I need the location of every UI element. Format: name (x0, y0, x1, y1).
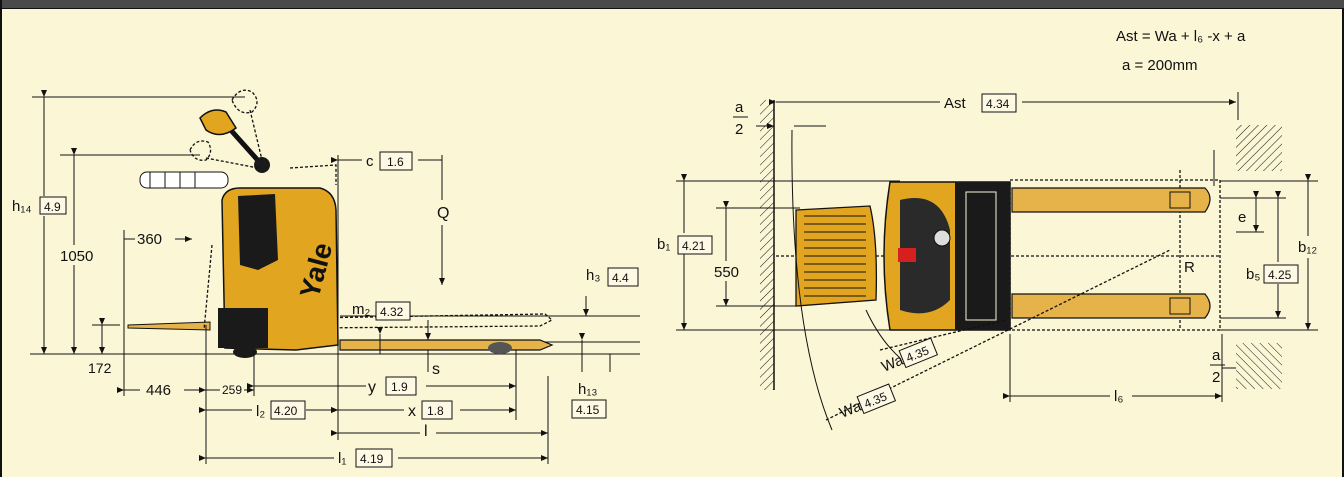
h14-code: 4.9 (44, 200, 61, 214)
l-symbol: l (424, 423, 428, 440)
dim-446: 446 (146, 382, 171, 399)
r-symbol: R (1184, 259, 1195, 276)
ast-symbol: Ast (944, 95, 967, 112)
l1-symbol: l₁ (338, 450, 346, 467)
dim-1050: 1050 (60, 248, 93, 265)
top-bar (2, 0, 1344, 9)
x-symbol: x (408, 403, 416, 420)
b5-symbol: b₅ (1246, 266, 1260, 283)
load-q: Q (437, 205, 449, 222)
dim-360: 360 (137, 231, 162, 248)
a-half-bottom-den: 2 (1212, 369, 1220, 386)
dim-259: 259 (222, 383, 242, 397)
b5-code: 4.25 (1268, 268, 1292, 282)
formula-a: a = 200mm (1122, 57, 1197, 74)
dim-172: 172 (88, 360, 112, 376)
s-symbol: s (432, 361, 440, 378)
l1-code: 4.19 (360, 452, 384, 466)
b12-symbol: b₁₂ (1298, 239, 1317, 256)
l2-code: 4.20 (274, 404, 298, 418)
e-symbol: e (1238, 209, 1246, 226)
l2-symbol: l₂ (256, 403, 265, 420)
b1-symbol: b₁ (657, 236, 670, 253)
h14-symbol: h₁₄ (12, 198, 32, 215)
formula-ast: Ast = Wa + l₆ -x + a (1116, 28, 1246, 45)
m2-symbol: m₂ (352, 301, 370, 318)
h3-code: 4.4 (612, 271, 629, 285)
truck-side-view: Yale (30, 89, 640, 358)
y-code: 1.9 (391, 380, 408, 394)
c-code: 1.6 (387, 155, 404, 169)
a-half-top-den: 2 (735, 121, 743, 138)
h13-symbol: h₁₃ (578, 381, 598, 398)
a-half-bottom-num: a (1212, 347, 1221, 364)
ast-code: 4.34 (986, 97, 1010, 111)
y-symbol: y (368, 379, 376, 396)
h13-code: 4.15 (576, 403, 600, 417)
truck-top-view (760, 100, 1282, 431)
h14-code-box (39, 196, 67, 215)
dim-550: 550 (714, 264, 739, 281)
b1-code: 4.21 (682, 239, 706, 253)
c-symbol: c (366, 153, 374, 170)
a-half-top-num: a (735, 99, 744, 116)
l6-symbol: l₆ (1114, 388, 1123, 405)
x-code: 1.8 (427, 404, 444, 418)
h3-symbol: h₃ (586, 267, 600, 284)
m2-code: 4.32 (380, 305, 404, 319)
